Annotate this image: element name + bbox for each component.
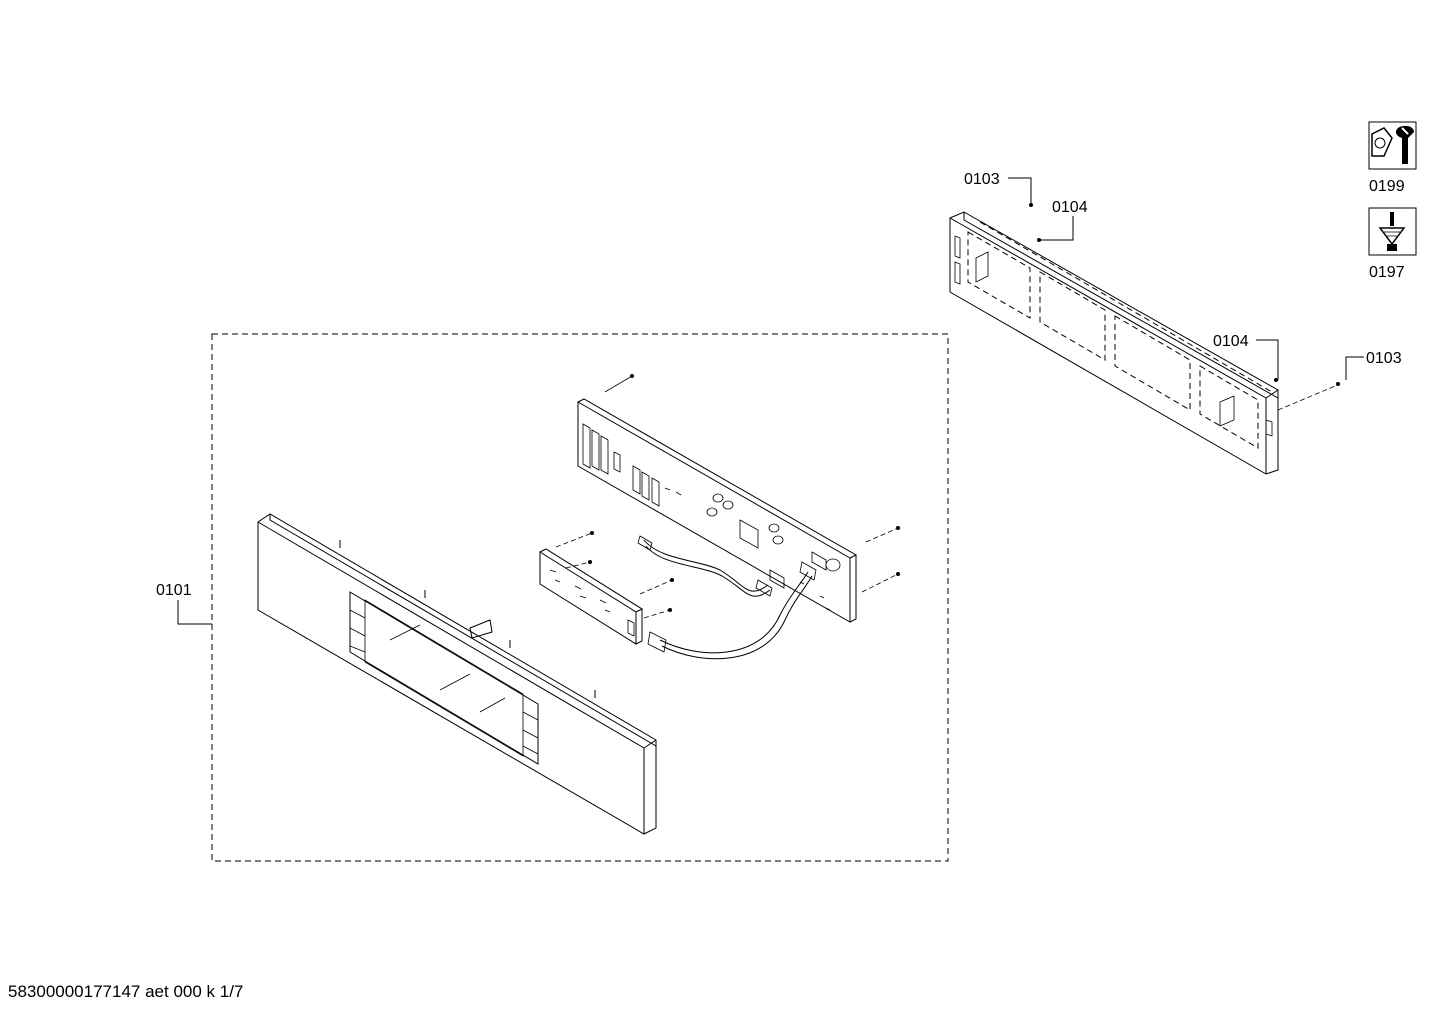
- assembly-group-boundary: [211, 333, 949, 862]
- wrench-nut-icon: [1368, 121, 1417, 170]
- label-part-0104-top: 0104: [1052, 199, 1088, 216]
- leader-0103-right: [1345, 356, 1364, 380]
- leader-0101: [177, 600, 212, 625]
- label-tool-0199: 0199: [1369, 178, 1405, 195]
- leader-0103-top: [1008, 177, 1032, 205]
- control-panel-fascia: [257, 513, 657, 835]
- main-control-board: [577, 374, 900, 623]
- label-part-0104-right: 0104: [1213, 333, 1249, 350]
- leader-0104-right: [1256, 339, 1279, 380]
- label-part-0103-right: 0103: [1366, 350, 1402, 367]
- document-reference-footer: 58300000177147 aet 000 k 1/7: [8, 982, 244, 1001]
- label-tool-0197: 0197: [1369, 264, 1405, 281]
- mounting-frame: [949, 203, 1341, 475]
- label-part-0101: 0101: [156, 582, 192, 599]
- leader-0104-top: [1039, 216, 1074, 241]
- connector-cables: [637, 535, 817, 660]
- label-part-0103-top: 0103: [964, 171, 1000, 188]
- screwdriver-icon: [1368, 207, 1417, 256]
- keypad-board: [539, 531, 674, 645]
